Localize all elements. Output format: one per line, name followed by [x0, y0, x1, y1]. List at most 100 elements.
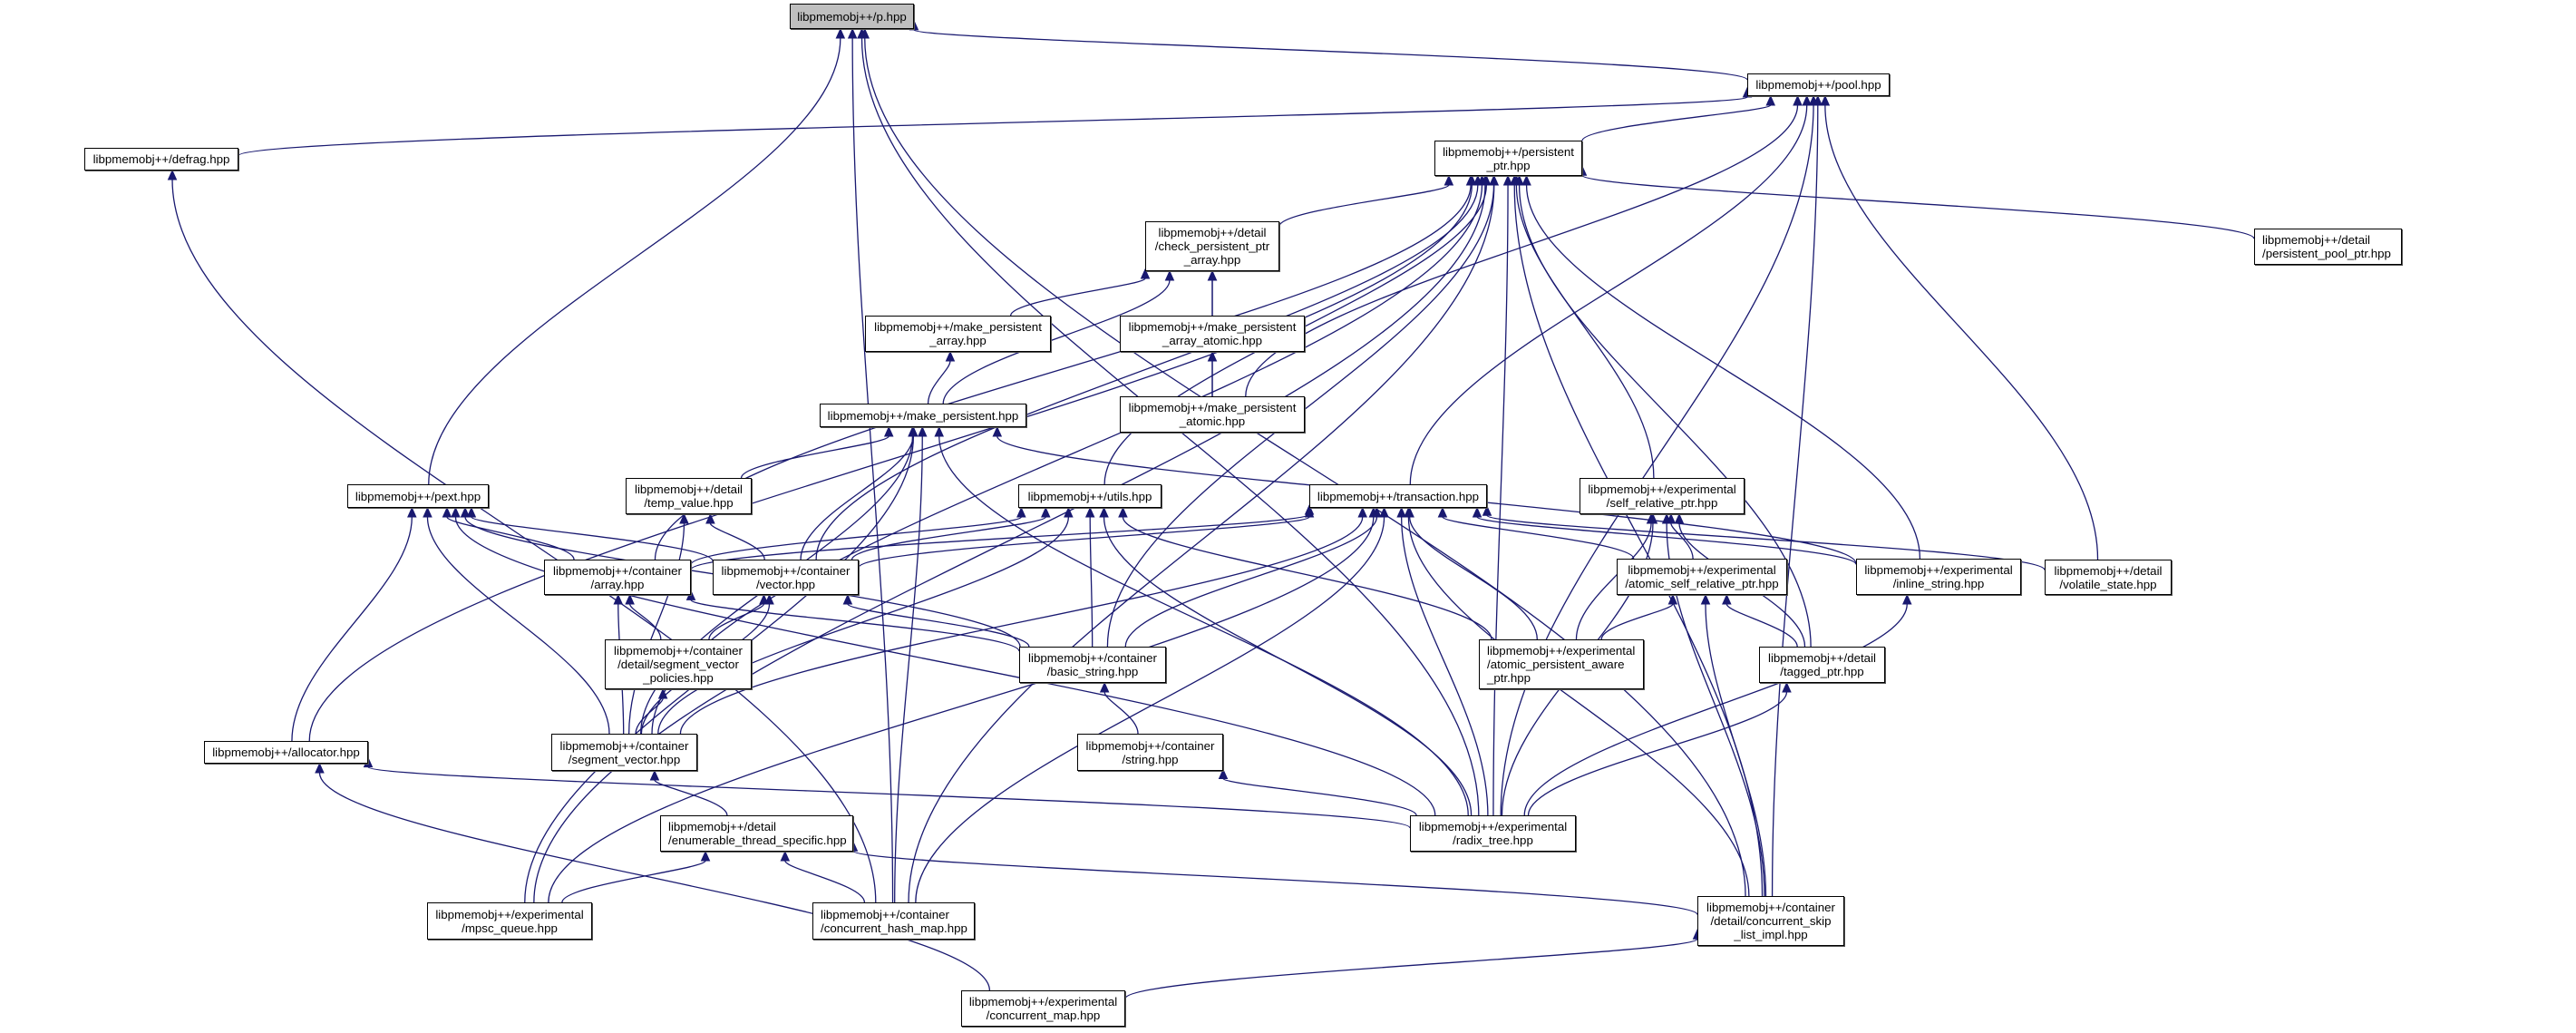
arrowhead-string-to-basic_string — [1099, 681, 1110, 693]
node-self-relative-ptr-hpp[interactable]: libpmemobj++/experimental /self_relative… — [1580, 478, 1745, 514]
edge-segment_vector-to-utils — [657, 516, 1070, 735]
arrowhead-segment_vector-to-array — [613, 593, 624, 605]
node-container-string-hpp[interactable]: libpmemobj++/container /string.hpp — [1077, 734, 1223, 771]
edge-basic_string-to-vector — [847, 603, 1030, 648]
arrowhead-apa_ptr-to-utils — [1118, 506, 1128, 518]
edge-defrag-to-pool — [238, 96, 1748, 157]
arrowhead-segment_vector-to-temp_value — [679, 512, 689, 524]
arrowhead-segment_vector-to-sv_policies — [657, 687, 668, 699]
edge-chm-to-transaction — [915, 516, 1385, 903]
arrowhead-temp_value-to-make_persistent — [883, 425, 894, 437]
node-pext-hpp[interactable]: libpmemobj++/pext.hpp — [347, 484, 489, 508]
node-pool-hpp[interactable]: libpmemobj++/pool.hpp — [1747, 73, 1890, 96]
arrowhead-apa_ptr-to-atomic_srp — [1667, 593, 1678, 605]
arrowhead-basic_string-to-pext — [460, 506, 471, 518]
edge-sv_policies-to-array — [628, 603, 662, 640]
edge-mpsc_queue-to-transaction — [548, 516, 1375, 903]
node-concurrent-skip-list-impl-hpp[interactable]: libpmemobj++/container /detail/concurren… — [1697, 896, 1844, 946]
edge-mpsc_queue-to-persistent_ptr — [533, 184, 1486, 903]
arrowhead-ets-to-segment_vector — [649, 769, 660, 781]
edge-basic_string-to-utils — [1089, 516, 1094, 648]
edge-string-to-basic_string — [1103, 691, 1139, 735]
node-segment-vector-policies-hpp[interactable]: libpmemobj++/container /detail/segment_v… — [605, 639, 752, 689]
arrowhead-mpsc_queue-to-make_persistent — [909, 425, 919, 437]
arrowhead-tagged_ptr-to-self_relative_ptr — [1674, 512, 1685, 524]
arrowhead-radix_tree-to-self_relative_ptr — [1648, 512, 1658, 524]
node-temp-value-hpp[interactable]: libpmemobj++/detail /temp_value.hpp — [626, 478, 752, 514]
edge-radix_tree-to-inline_string — [1523, 603, 1908, 816]
node-concurrent-hash-map-hpp[interactable]: libpmemobj++/container /concurrent_hash_… — [812, 902, 975, 940]
node-volatile-state-hpp[interactable]: libpmemobj++/detail /volatile_state.hpp — [2045, 560, 2172, 595]
node-container-vector-hpp[interactable]: libpmemobj++/container /vector.hpp — [713, 560, 859, 595]
edge-tagged_ptr-to-atomic_srp — [1725, 603, 1798, 648]
edge-skip_list-to-transaction — [1407, 516, 1750, 897]
edge-skip_list-to-pool — [1771, 104, 1819, 897]
arrowhead-skip_list-to-pool — [1813, 94, 1823, 106]
edge-mp_array-to-check_ppa — [1009, 278, 1146, 317]
edge-array-to-utils — [690, 516, 1022, 566]
edge-ets-to-segment_vector — [654, 779, 728, 816]
node-transaction-hpp[interactable]: libpmemobj++/transaction.hpp — [1309, 484, 1487, 508]
node-make-persistent-atomic-hpp[interactable]: libpmemobj++/make_persistent _atomic.hpp — [1120, 396, 1305, 433]
arrowhead-allocator-to-persistent_ptr — [1467, 174, 1477, 186]
node-persistent-ptr-hpp[interactable]: libpmemobj++/persistent _ptr.hpp — [1434, 141, 1582, 176]
arrowhead-vector-to-transaction — [1304, 506, 1315, 518]
edge-vector-to-utils — [851, 516, 1046, 560]
node-check-persistent-ptr-array-hpp[interactable]: libpmemobj++/detail /check_persistent_pt… — [1145, 221, 1279, 271]
node-inline-string-hpp[interactable]: libpmemobj++/experimental /inline_string… — [1856, 559, 2021, 595]
node-persistent-pool-ptr-hpp[interactable]: libpmemobj++/detail /persistent_pool_ptr… — [2254, 229, 2402, 265]
node-make-persistent-array-atomic-hpp[interactable]: libpmemobj++/make_persistent _array_atom… — [1120, 316, 1305, 352]
edge-chm-to-ets — [784, 860, 866, 903]
arrowhead-mp_atomic-to-check_ppa — [1207, 269, 1218, 281]
edge-radix_tree-to-pool — [1500, 104, 1814, 816]
edge-allocator-to-persistent_ptr — [308, 184, 1473, 742]
arrowhead-mpsc_queue-to-transaction — [1368, 506, 1379, 518]
edge-vector-to-temp_value — [709, 522, 765, 560]
node-atomic-self-relative-ptr-hpp[interactable]: libpmemobj++/experimental /atomic_self_r… — [1617, 559, 1787, 595]
arrowhead-radix_tree-to-utils — [1099, 506, 1109, 518]
arrowhead-chm-to-transaction — [1379, 506, 1389, 518]
edge-temp_value-to-make_persistent — [740, 435, 889, 479]
arrowhead-sv_policies-to-array — [625, 593, 635, 605]
arrowhead-basic_string-to-array — [685, 590, 696, 600]
edge-radix_tree-to-persistent_ptr — [1492, 184, 1509, 816]
edge-atomic_srp-to-transaction — [1442, 516, 1635, 560]
edge-chm-to-p — [851, 37, 894, 903]
node-container-array-hpp[interactable]: libpmemobj++/container /array.hpp — [544, 560, 691, 595]
edge-make_persistent-to-check_ppa — [942, 279, 1171, 404]
arrowhead-radix_tree-to-pext — [451, 506, 461, 518]
edge-pool-to-p — [913, 29, 1748, 81]
node-defrag-hpp[interactable]: libpmemobj++/defrag.hpp — [84, 148, 238, 171]
arrowhead-radix_tree-to-tagged_ptr — [1782, 681, 1792, 693]
node-utils-hpp[interactable]: libpmemobj++/utils.hpp — [1018, 484, 1162, 508]
edge-tagged_ptr-to-persistent_ptr — [1518, 184, 1812, 648]
arrowhead-chm-to-defrag — [167, 169, 178, 180]
node-segment-vector-hpp[interactable]: libpmemobj++/container /segment_vector.h… — [551, 734, 697, 771]
edge-segment_vector-to-temp_value — [628, 522, 685, 735]
arrowhead-vector-to-utils — [1040, 506, 1051, 518]
arrowhead-chm-to-p — [847, 27, 858, 39]
node-allocator-hpp[interactable]: libpmemobj++/allocator.hpp — [204, 741, 368, 764]
node-basic-string-hpp[interactable]: libpmemobj++/container /basic_string.hpp — [1019, 647, 1166, 683]
edge-check_ppa-to-persistent_ptr — [1278, 184, 1450, 227]
arrowhead-skip_list-to-transaction — [1404, 506, 1414, 518]
edge-radix_tree-to-pext — [454, 516, 1436, 816]
node-tagged-ptr-hpp[interactable]: libpmemobj++/detail /tagged_ptr.hpp — [1759, 647, 1885, 683]
arrowhead-persistent_ptr-to-pool — [1765, 94, 1775, 106]
arrowhead-radix_tree-to-persistent_ptr — [1502, 174, 1513, 186]
node-p-hpp[interactable]: libpmemobj++/p.hpp — [790, 4, 914, 29]
node-make-persistent-array-hpp[interactable]: libpmemobj++/make_persistent _array.hpp — [865, 316, 1051, 352]
edge-skip_list-to-ets — [852, 850, 1698, 916]
node-concurrent-map-hpp[interactable]: libpmemobj++/experimental /concurrent_ma… — [961, 990, 1125, 1027]
node-atomic-persistent-aware-ptr-hpp[interactable]: libpmemobj++/experimental /atomic_persis… — [1479, 639, 1644, 689]
node-radix-tree-hpp[interactable]: libpmemobj++/experimental /radix_tree.hp… — [1410, 815, 1576, 852]
edge-vector-to-persistent_ptr — [815, 184, 1479, 560]
node-make-persistent-hpp[interactable]: libpmemobj++/make_persistent.hpp — [820, 404, 1026, 427]
edge-volatile_state-to-pool — [1824, 104, 2099, 560]
arrowhead-make_persistent-to-mp_array — [945, 350, 956, 362]
node-mpsc-queue-hpp[interactable]: libpmemobj++/experimental /mpsc_queue.hp… — [427, 902, 592, 940]
arrowhead-mpsc_queue-to-persistent_ptr — [1480, 174, 1491, 186]
edge-array-to-pext — [446, 516, 575, 560]
node-enumerable-thread-specific-hpp[interactable]: libpmemobj++/detail /enumerable_thread_s… — [660, 815, 853, 852]
